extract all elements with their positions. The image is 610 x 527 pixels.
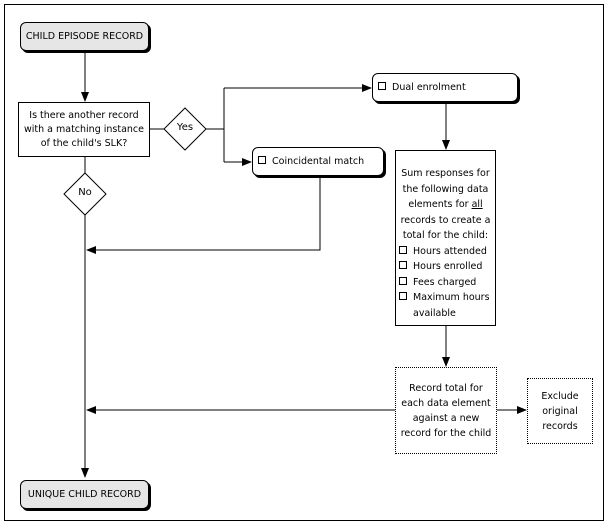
yes-decision-diamond	[163, 107, 207, 151]
exclude-text: Exclude original records	[541, 390, 579, 432]
record-total-text: Record total for each data element again…	[400, 382, 492, 439]
diagram-frame	[4, 4, 604, 521]
sum-intro: Sum responses for the following data ele…	[399, 166, 492, 244]
sum-element-list: Hours attended Hours enrolled Fees charg…	[399, 244, 492, 322]
sum-item-label: Hours enrolled	[413, 261, 483, 272]
sum-intro-all: all	[471, 199, 483, 210]
end-node-label: UNIQUE CHILD RECORD	[27, 488, 142, 500]
coincidental-match-label: Coincidental match	[272, 156, 365, 167]
line-coincidental-return	[87, 178, 321, 251]
no-label: No	[78, 187, 92, 198]
no-decision-diamond	[63, 172, 107, 216]
start-node-child-episode-record: CHILD EPISODE RECORD	[20, 22, 149, 51]
dual-enrolment-node: Dual enrolment	[372, 73, 518, 102]
sum-intro-text-2: records to create a total for the child:	[400, 214, 491, 242]
sum-intro-text-1: Sum responses for the following data ele…	[401, 168, 490, 210]
question-text: Is there another record with a matching …	[23, 109, 145, 149]
end-node-unique-child-record: UNIQUE CHILD RECORD	[20, 480, 149, 509]
sum-item-fees-charged: Fees charged	[399, 275, 492, 291]
sum-responses-box: Sum responses for the following data ele…	[395, 150, 496, 326]
checkbox-icon	[399, 276, 407, 285]
sum-item-maximum-hours-cont: available	[413, 307, 456, 319]
yes-label: Yes	[176, 122, 194, 133]
coincidental-match-checkbox-icon	[258, 156, 266, 164]
dual-enrolment-label: Dual enrolment	[392, 82, 466, 93]
question-box: Is there another record with a matching …	[18, 102, 150, 157]
checkbox-icon	[399, 292, 407, 300]
sum-item-maximum-hours: Maximum hours	[399, 290, 492, 306]
exclude-original-records-box: Exclude original records	[527, 378, 593, 444]
dual-enrolment-checkbox-icon	[378, 82, 386, 90]
checkbox-icon	[399, 245, 407, 254]
checkbox-icon	[399, 261, 407, 269]
sum-item-hours-enrolled: Hours enrolled	[399, 259, 492, 275]
coincidental-match-node: Coincidental match	[252, 147, 384, 176]
start-node-label: CHILD EPISODE RECORD	[25, 30, 144, 42]
record-total-box: Record total for each data element again…	[395, 367, 497, 454]
sum-item-label: Maximum hours	[413, 292, 490, 303]
sum-item-label: Hours attended	[413, 245, 487, 257]
sum-item-hours-attended: Hours attended	[399, 244, 492, 260]
sum-item-label: Fees charged	[413, 276, 477, 288]
